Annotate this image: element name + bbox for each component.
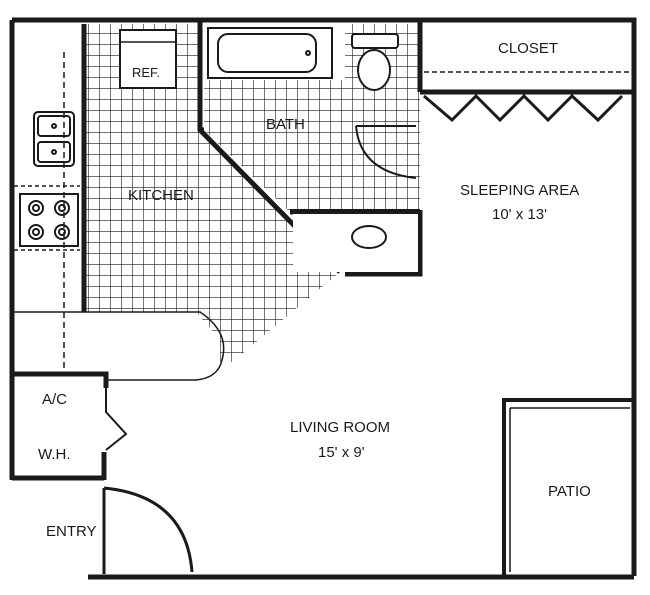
living-room-size: 15' x 9' (318, 444, 365, 461)
interior-walls (81, 22, 634, 312)
vanity-sink-icon (293, 214, 418, 272)
kitchen-label: KITCHEN (128, 187, 194, 204)
outer-walls (9, 17, 637, 580)
bath-door-swing (355, 125, 417, 179)
closet-label: CLOSET (498, 40, 558, 57)
sleeping-area-label: SLEEPING AREA (460, 182, 579, 199)
utility-closet-bifold-door (105, 388, 128, 451)
wh-label: W.H. (38, 446, 71, 463)
ref-label: REF. (132, 65, 160, 80)
entry-label: ENTRY (46, 523, 97, 540)
entry-door-swing (102, 486, 194, 574)
patio-label: PATIO (548, 483, 591, 500)
kitchen-sink-icon (33, 111, 75, 167)
kitchen-counter (14, 52, 225, 381)
patio-walls (502, 398, 634, 577)
closet-bifold-doors (423, 93, 624, 123)
bath-label: BATH (266, 116, 305, 133)
refrigerator-icon (119, 29, 177, 89)
living-room-label: LIVING ROOM (290, 419, 390, 436)
utility-closet-walls (9, 371, 109, 480)
bathtub-icon (207, 27, 333, 79)
sleeping-area-size: 10' x 13' (492, 206, 547, 223)
kitchen-tile-floor (84, 24, 340, 362)
stove-icon (19, 193, 79, 247)
ac-label: A/C (42, 391, 67, 408)
toilet-icon (351, 33, 399, 91)
